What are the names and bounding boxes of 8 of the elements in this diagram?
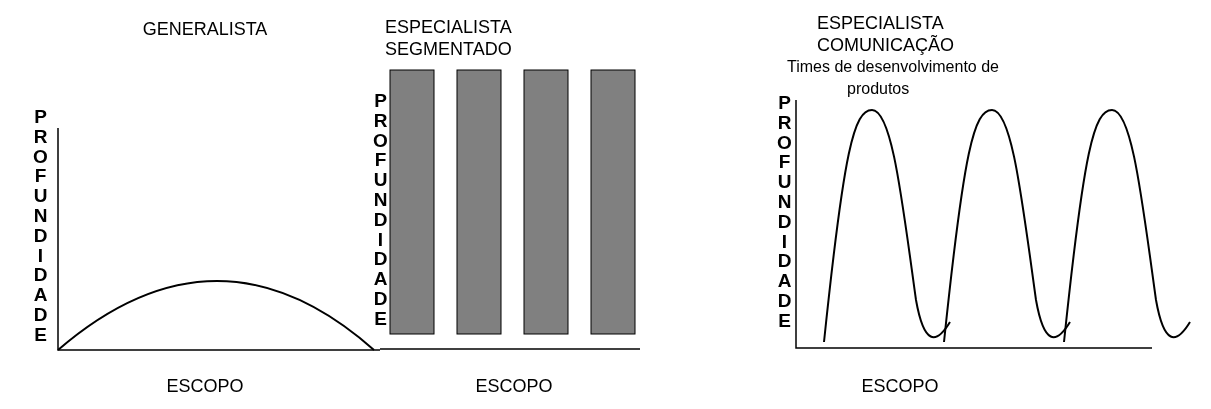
chart-title: GENERALISTA (141, 18, 269, 40)
chart-title: ESPECIALISTA SEGMENTADO (385, 16, 513, 60)
axis-label: PROFUNDIDADE (369, 90, 392, 328)
axis-label: ESCOPO (860, 375, 940, 397)
chart-title: ESPECIALISTA COMUNICAÇÃO (817, 12, 955, 56)
axis-label: PROFUNDIDADE (29, 106, 52, 344)
axis-label: ESCOPO (474, 375, 554, 397)
axis-label: ESCOPO (165, 375, 245, 397)
